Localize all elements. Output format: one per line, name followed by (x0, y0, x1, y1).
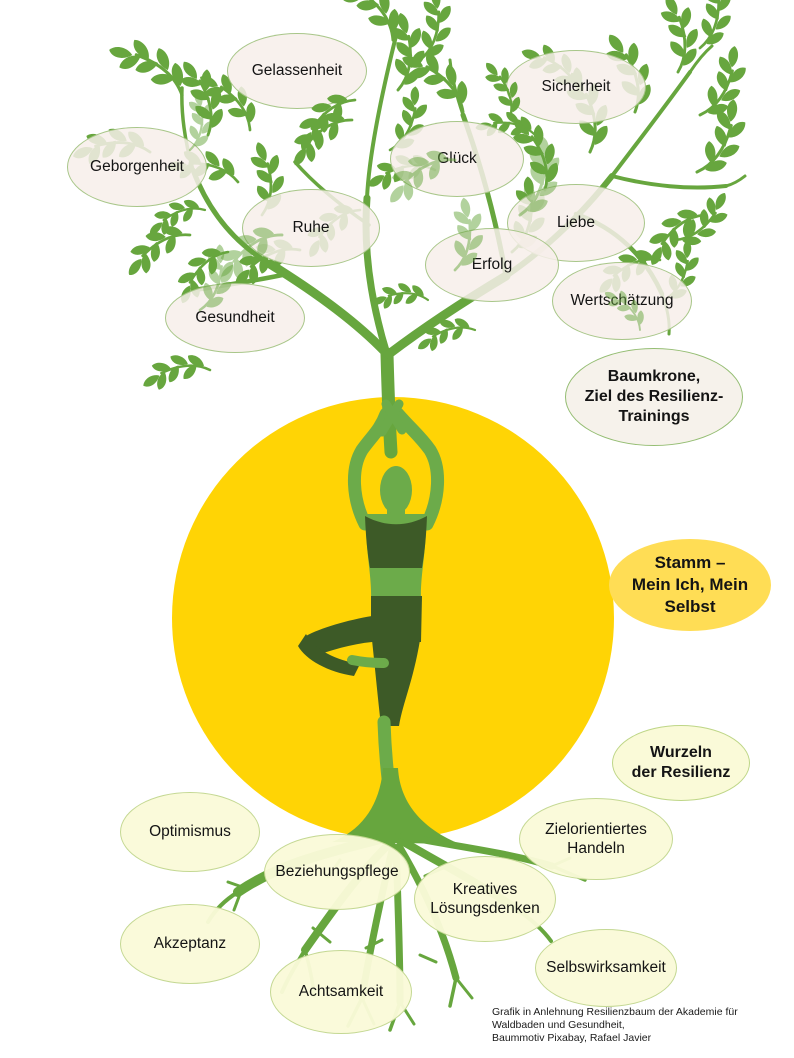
root-bubble-selbswirksamkeit: Selbswirksamkeit (535, 929, 677, 1007)
annotation-wurzeln: Wurzeln der Resilienz (612, 725, 750, 801)
yoga-figure (298, 399, 445, 802)
root-bubble-beziehungspflege: Beziehungspflege (264, 834, 410, 910)
crown-bubble-erfolg: Erfolg (425, 228, 559, 302)
crown-bubble-glueck: Glück (390, 121, 524, 197)
root-bubble-kreatives-loesungsdenken: Kreatives Lösungsdenken (414, 856, 556, 942)
crown-bubble-sicherheit: Sicherheit (506, 50, 646, 124)
root-bubble-optimismus: Optimismus (120, 792, 260, 872)
attribution-text: Grafik in Anlehnung Resilienzbaum der Ak… (492, 1006, 738, 1044)
crown-bubble-gelassenheit: Gelassenheit (227, 33, 367, 109)
root-bubble-zielorientiertes-handeln: Zielorientiertes Handeln (519, 798, 673, 880)
annotation-baumkrone: Baumkrone, Ziel des Resilienz- Trainings (565, 348, 743, 446)
crown-bubble-wertschaetzung: Wertschätzung (552, 262, 692, 340)
crown-bubble-gesundheit: Gesundheit (165, 283, 305, 353)
yellow-circle-background (172, 397, 614, 839)
root-bubble-achtsamkeit: Achtsamkeit (270, 950, 412, 1034)
figure-top-clothing (365, 516, 427, 568)
crown-bubble-geborgenheit: Geborgenheit (67, 127, 207, 207)
crown-bubble-ruhe: Ruhe (242, 189, 380, 267)
root-bubble-akzeptanz: Akzeptanz (120, 904, 260, 984)
annotation-stamm: Stamm – Mein Ich, Mein Selbst (609, 539, 771, 631)
